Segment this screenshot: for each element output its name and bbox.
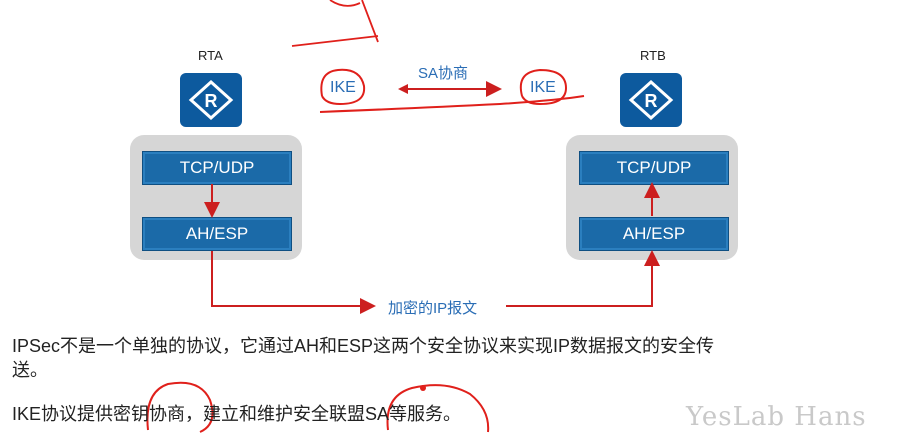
annotation-ike-left-circle bbox=[320, 68, 366, 106]
annotation-underline bbox=[319, 95, 585, 113]
sa-negotiation-label: SA协商 bbox=[418, 65, 469, 82]
annotation-circle-keys bbox=[146, 381, 214, 433]
annotation-dot bbox=[420, 385, 426, 391]
rta-router-icon: R bbox=[180, 73, 242, 127]
ipsec-description-line1: IPSec不是一个单独的协议，它通过AH和ESP这两个安全协议来实现IP数据报文… bbox=[12, 336, 715, 356]
annotation-ike-right-circle bbox=[519, 68, 568, 106]
ike-right-label: IKE bbox=[530, 79, 556, 96]
svg-text:R: R bbox=[205, 91, 218, 111]
annotation-top-scribble bbox=[291, 0, 379, 47]
ipsec-description: IPSec不是一个单独的协议，它通过AH和ESP这两个安全协议来实现IP数据报文… bbox=[12, 334, 892, 382]
annotation-circle-alliance bbox=[386, 384, 490, 433]
rtb-router-icon: R bbox=[620, 73, 682, 127]
packet-flow-left bbox=[211, 251, 376, 314]
rta-ah-esp-layer: AH/ESP bbox=[142, 217, 292, 251]
ike-left-label: IKE bbox=[330, 79, 356, 96]
svg-text:R: R bbox=[645, 91, 658, 111]
rtb-ah-esp-layer: AH/ESP bbox=[579, 217, 729, 251]
watermark: YesLab Hans bbox=[686, 402, 867, 432]
ike-description: IKE协议提供密钥协商，建立和维护安全联盟SA等服务。 bbox=[12, 404, 462, 424]
encrypted-packet-label: 加密的IP报文 bbox=[384, 297, 482, 318]
packet-flow-right bbox=[506, 250, 660, 307]
rtb-label: RTB bbox=[640, 48, 666, 63]
ipsec-description-line2: 送。 bbox=[12, 360, 48, 380]
rta-label: RTA bbox=[198, 48, 223, 63]
rta-tcp-udp-layer: TCP/UDP bbox=[142, 151, 292, 185]
